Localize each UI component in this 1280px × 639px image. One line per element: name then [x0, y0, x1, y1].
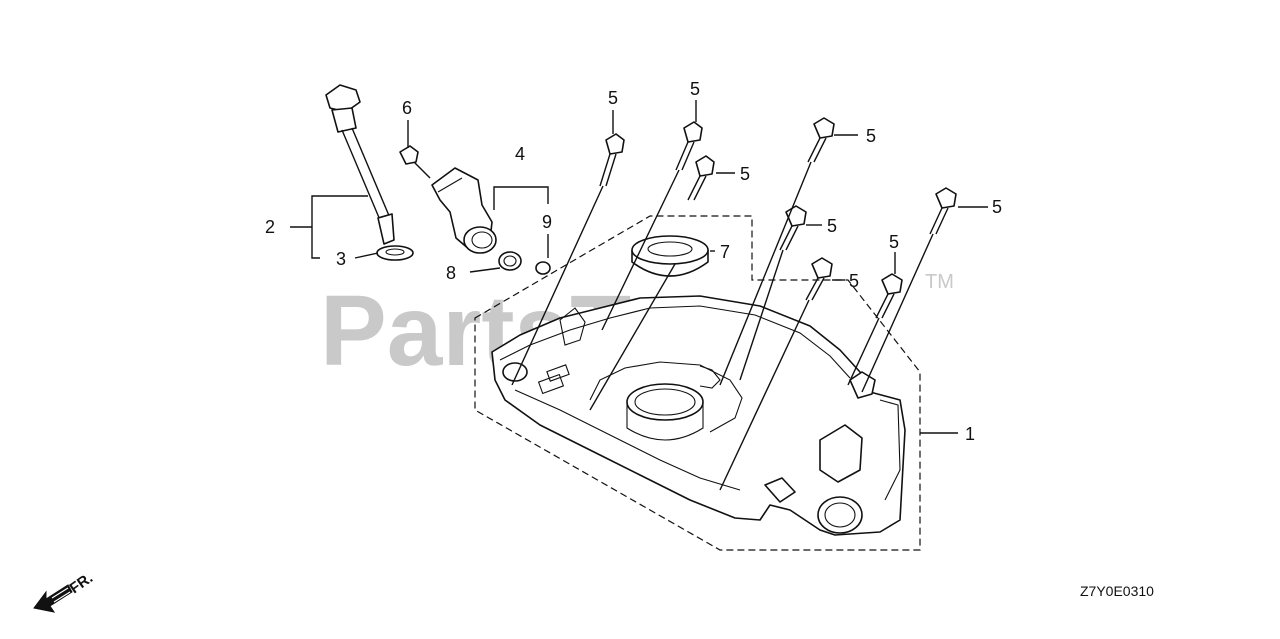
bolt-5-g — [875, 273, 903, 319]
assembly-frame — [474, 215, 958, 551]
callout-5-f: 5 — [849, 271, 859, 291]
callout-3: 3 — [336, 249, 346, 269]
callout-5-d: 5 — [866, 126, 876, 146]
callouts: 1 2 3 4 6 9 8 7 5 5 5 5 5 5 5 5 — [265, 79, 1002, 444]
dipstick-gasket-part[interactable] — [376, 245, 414, 261]
front-direction-indicator: FR. — [33, 569, 96, 613]
callout-2: 2 — [265, 217, 275, 237]
callout-1: 1 — [965, 424, 975, 444]
callout-6: 6 — [402, 98, 412, 118]
callout-5-a: 5 — [608, 88, 618, 108]
dipstick-part[interactable] — [325, 84, 395, 245]
callout-5-e: 5 — [827, 216, 837, 236]
callout-4: 4 — [515, 144, 525, 164]
bolt-5-d — [807, 117, 835, 163]
watermark-trademark: TM — [925, 271, 954, 293]
flange-bolts[interactable] — [599, 117, 957, 319]
cap-9-part[interactable] — [535, 261, 551, 275]
bolt-5-c — [687, 155, 715, 201]
oil-filler-tube-part[interactable] — [431, 167, 497, 254]
bolt-5-b — [675, 121, 703, 171]
callout-5-b: 5 — [690, 79, 700, 99]
callout-5-g: 5 — [889, 232, 899, 252]
callout-9: 9 — [542, 212, 552, 232]
leader-lines — [290, 100, 988, 491]
bolt-6-part[interactable] — [399, 145, 431, 179]
bolt-5-a — [599, 133, 625, 187]
bolt-5-f — [805, 257, 833, 301]
oil-seal-part[interactable] — [631, 235, 709, 277]
callout-5-c: 5 — [740, 164, 750, 184]
o-ring-part[interactable] — [498, 251, 522, 271]
diagram-code: Z7Y0E0310 — [1080, 583, 1154, 599]
callout-8: 8 — [446, 263, 456, 283]
bolt-5-h — [929, 187, 957, 235]
callout-7: 7 — [720, 242, 730, 262]
callout-5-h: 5 — [992, 197, 1002, 217]
case-cover-part[interactable] — [491, 295, 906, 536]
